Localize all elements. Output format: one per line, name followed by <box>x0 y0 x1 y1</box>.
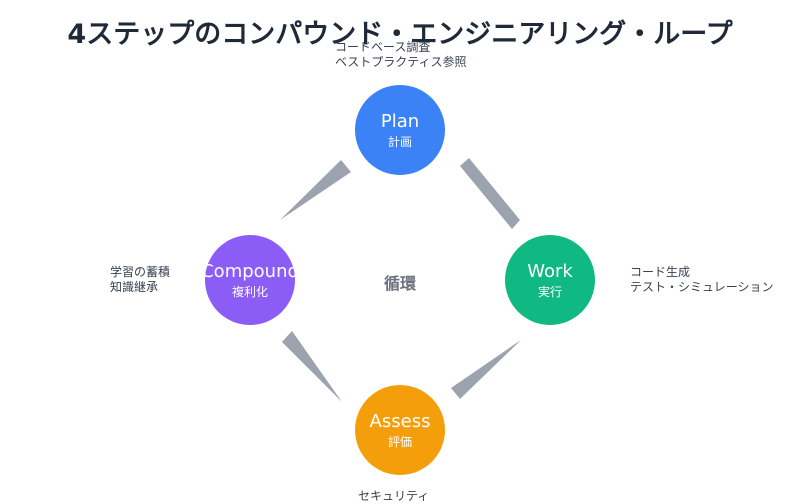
arrow-assess-to-compound <box>282 331 342 402</box>
node-assess-sub: 評価 <box>387 434 412 449</box>
note-work: コード生成 テスト・シミュレーション <box>630 265 774 295</box>
diagram-title: 4ステップのコンパウンド・エンジニアリング・ループ <box>67 19 733 50</box>
node-plan-sub: 計画 <box>387 134 412 149</box>
node-plan: Plan 計画 <box>355 85 445 175</box>
node-compound-label: Compound <box>201 260 299 282</box>
note-compound: 学習の蓄積 知識継承 <box>110 265 170 295</box>
node-work-label: Work <box>527 260 573 282</box>
node-plan-label: Plan <box>380 110 420 132</box>
note-plan-line-1: コードベース調査 <box>335 40 431 54</box>
note-plan-line-2: ベストプラクティス参照 <box>335 55 467 69</box>
node-compound-sub: 複利化 <box>231 284 268 299</box>
arrow-work-to-assess <box>451 340 521 399</box>
note-work-line-1: コード生成 <box>630 265 691 279</box>
note-compound-line-1: 学習の蓄積 <box>110 265 171 279</box>
arrow-compound-to-plan <box>280 160 351 220</box>
node-work-sub: 実行 <box>537 284 562 299</box>
arrow-plan-to-work <box>460 158 520 229</box>
node-assess-label: Assess <box>369 410 431 432</box>
node-assess: Assess 評価 <box>355 385 445 475</box>
note-work-line-2: テスト・シミュレーション <box>630 280 774 294</box>
note-compound-line-2: 知識継承 <box>110 280 159 294</box>
node-work: Work 実行 <box>505 235 595 325</box>
note-plan: コードベース調査 ベストプラクティス参照 <box>335 40 467 70</box>
note-assess: セキュリティ <box>358 489 429 504</box>
cycle-center-label: 循環 <box>383 274 416 293</box>
node-compound: Compound 複利化 <box>201 235 299 325</box>
note-assess-line-1: セキュリティ <box>358 489 430 503</box>
